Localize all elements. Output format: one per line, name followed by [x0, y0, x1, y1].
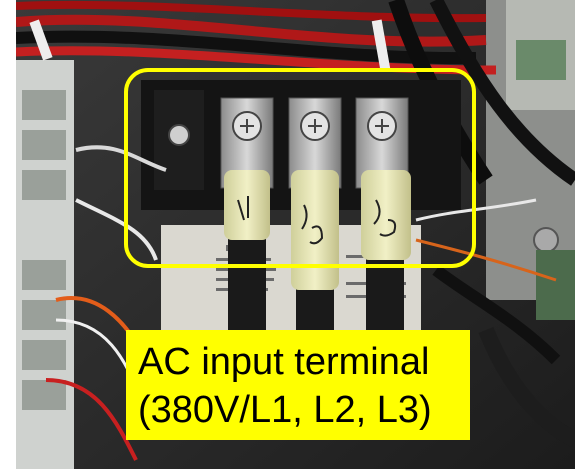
panel-screw	[533, 227, 559, 253]
rail-terminals	[22, 90, 66, 410]
caption-box: AC input terminal (380V/L1, L2, L3)	[126, 330, 470, 440]
signal-wires	[45, 145, 575, 461]
terminal-photo	[16, 0, 575, 469]
circuit-board	[516, 40, 566, 80]
highlight-frame	[124, 68, 476, 268]
terminal-screw-ground	[168, 124, 190, 146]
caption-line-1: AC input terminal	[138, 341, 430, 383]
green-board	[536, 250, 575, 320]
cable-tie-right	[371, 19, 391, 71]
caption-line-2: (380V/L1, L2, L3)	[138, 389, 432, 431]
cable-tie	[29, 19, 53, 61]
